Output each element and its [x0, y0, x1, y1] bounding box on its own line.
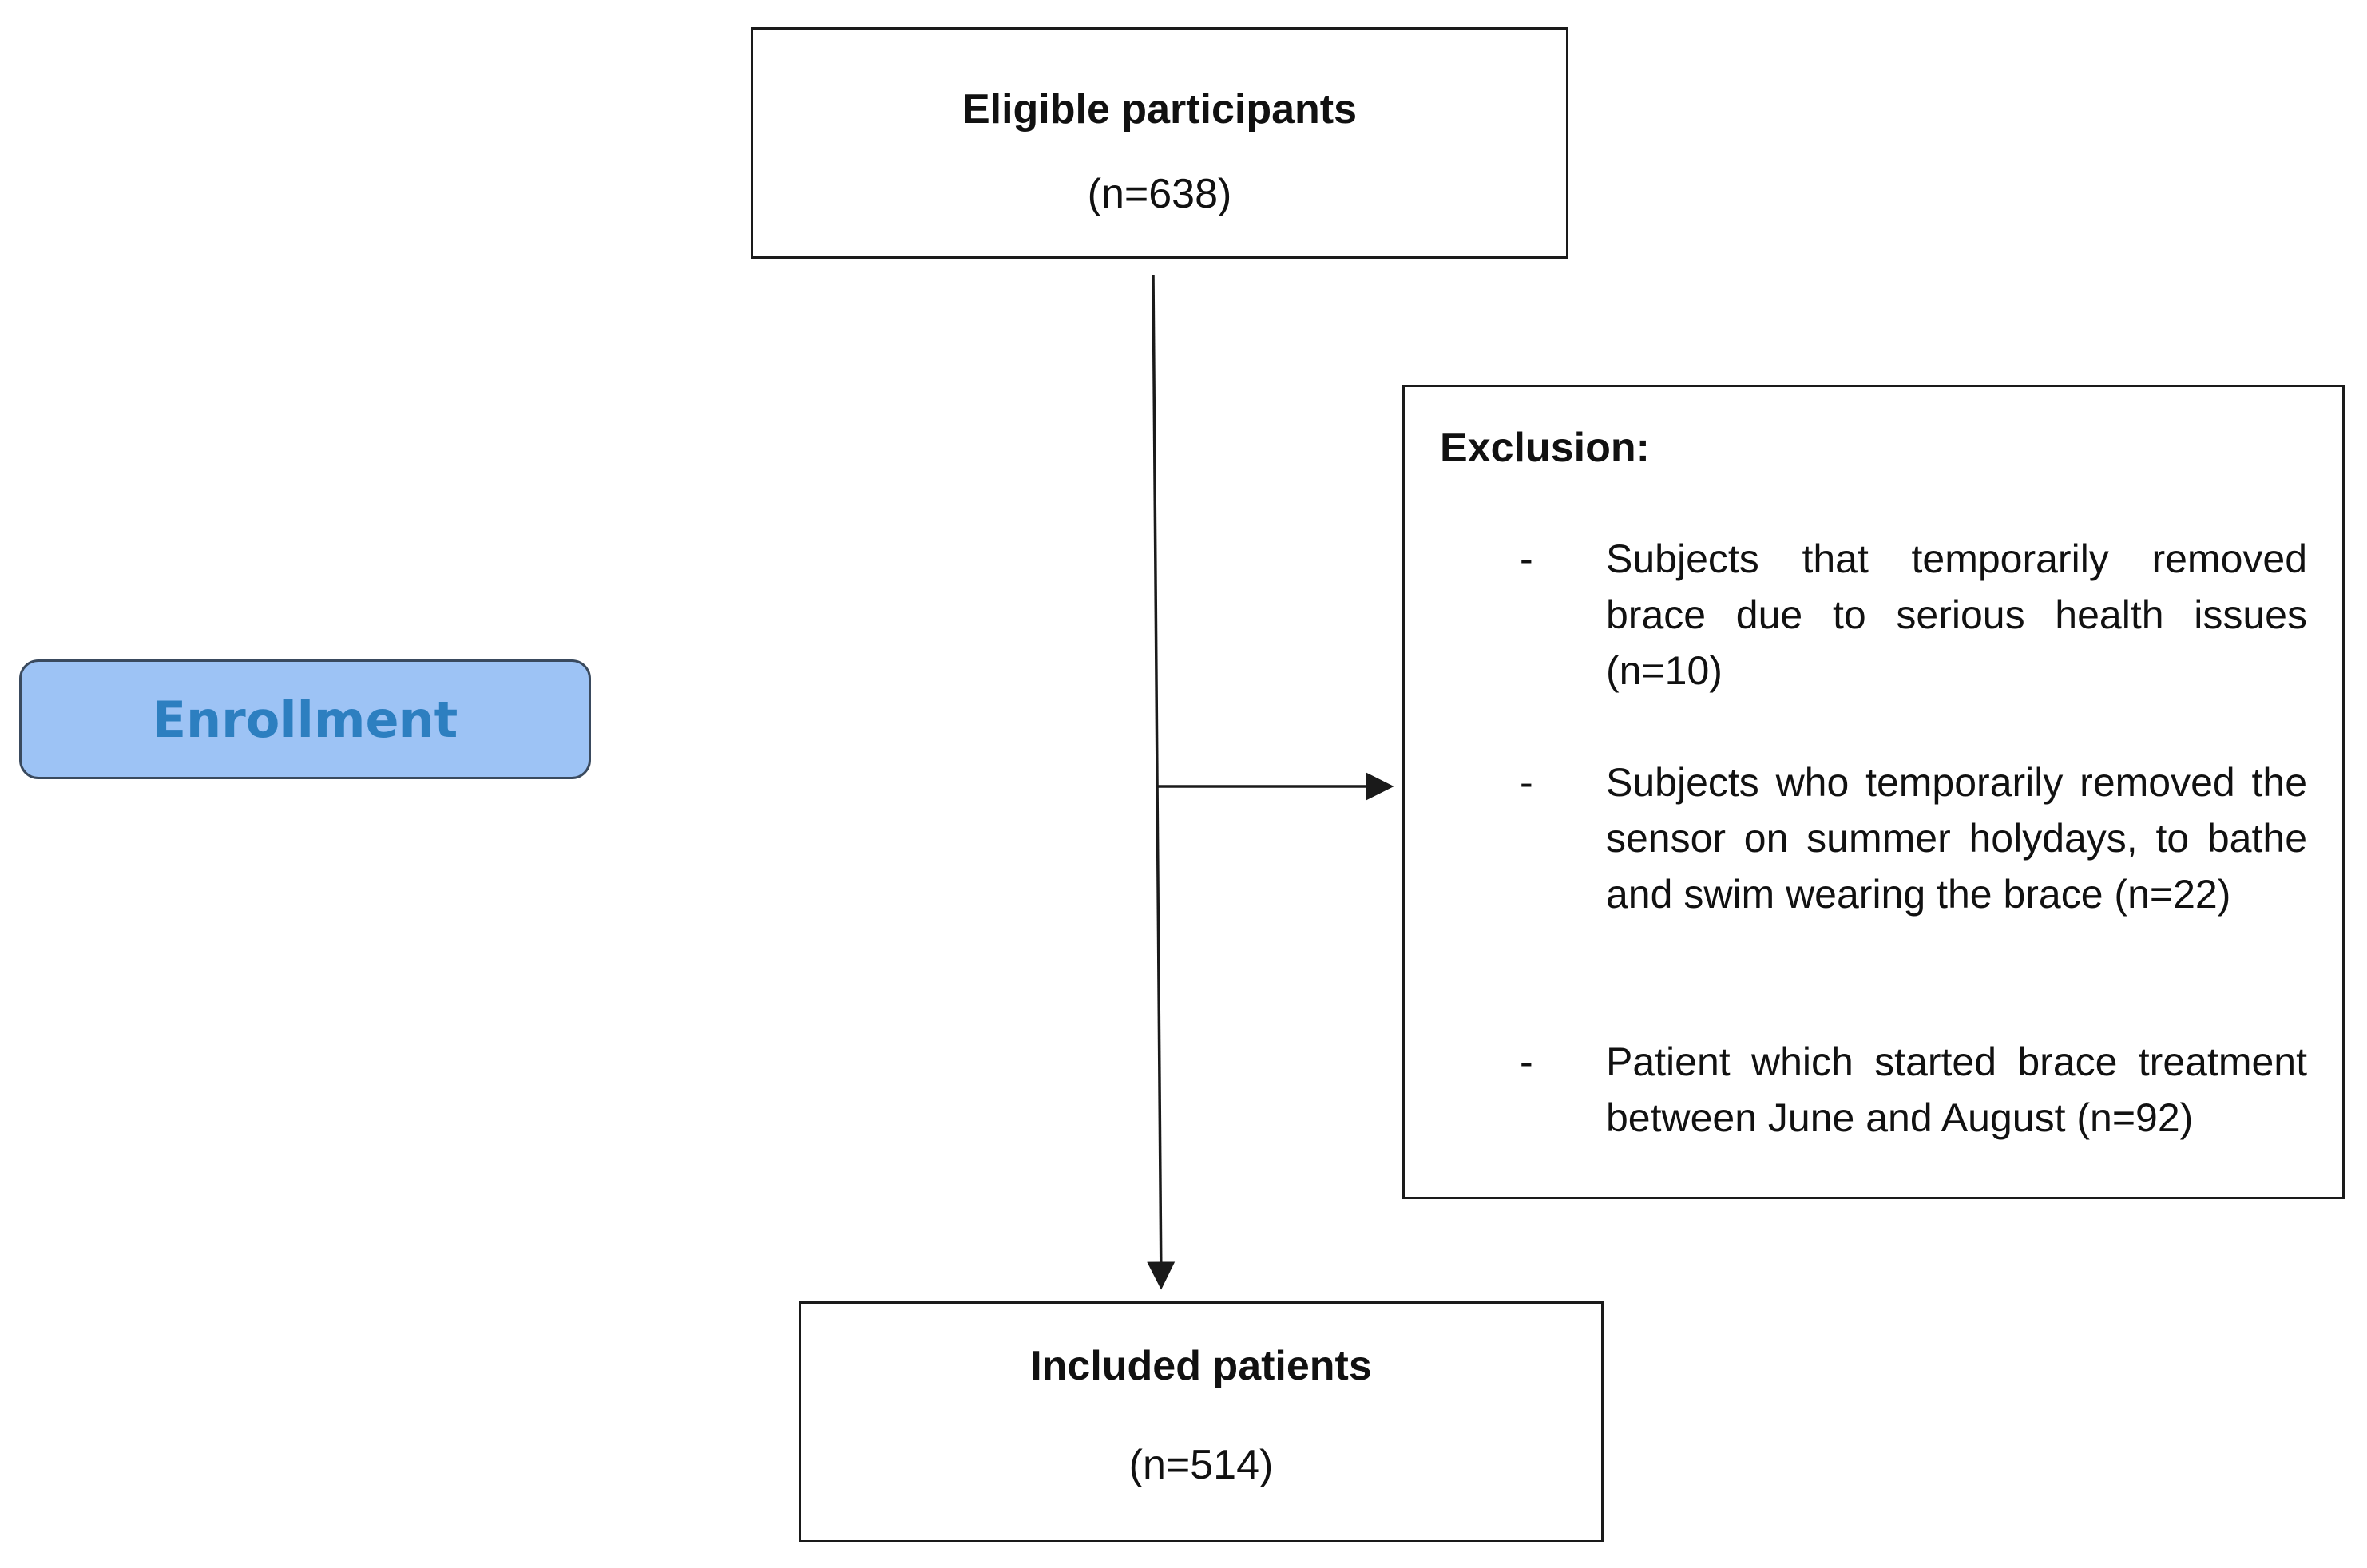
exclusion-item-dash: -: [1520, 760, 1533, 805]
exclusion-item-dash: -: [1520, 537, 1533, 581]
main-flow-arrow: [1147, 274, 1176, 1290]
included-title: Included patients: [1030, 1343, 1372, 1389]
enrollment-stage-badge: Enrollment: [19, 659, 591, 779]
eligible-count: (n=638): [1087, 171, 1232, 217]
exclusion-item-dash: -: [1520, 1039, 1533, 1084]
enrollment-stage-label: Enrollment: [152, 690, 458, 749]
included-count: (n=514): [1128, 1442, 1274, 1488]
exclusion-item-text: Subjects who temporarily removed the sen…: [1606, 760, 2307, 917]
exclusion-heading: Exclusion:: [1440, 425, 1650, 471]
exclusion-item-text: Patient which started brace treatment be…: [1606, 1039, 2307, 1140]
exclusion-box: Exclusion: - Subjects that temporarily r…: [1402, 385, 2345, 1199]
eligible-title: Eligible participants: [961, 86, 1358, 133]
exclusion-item-text: Subjects that temporarily removed brace …: [1606, 537, 2307, 693]
included-patients-box: Included patients (n=514): [799, 1301, 1604, 1542]
eligible-participants-box: Eligible participants (n=638): [751, 27, 1568, 259]
